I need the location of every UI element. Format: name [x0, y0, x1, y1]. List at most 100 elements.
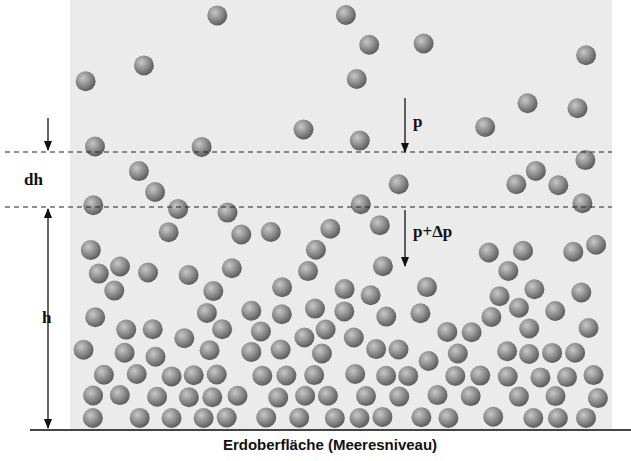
- molecule: [509, 298, 529, 318]
- molecule: [138, 263, 158, 283]
- molecule: [192, 137, 212, 157]
- molecule: [372, 407, 392, 427]
- molecule: [83, 408, 103, 428]
- molecule: [526, 161, 546, 181]
- molecule: [497, 341, 517, 361]
- molecule: [200, 340, 220, 360]
- molecule: [523, 408, 543, 428]
- molecule: [276, 366, 296, 386]
- molecule: [524, 279, 544, 299]
- molecule: [228, 386, 248, 406]
- molecule: [289, 408, 309, 428]
- molecule: [373, 256, 393, 276]
- molecule: [548, 408, 568, 428]
- molecule: [376, 366, 396, 386]
- molecule: [305, 299, 325, 319]
- molecule: [295, 386, 315, 406]
- molecule: [389, 387, 409, 407]
- molecule: [545, 301, 565, 321]
- molecule: [130, 408, 150, 428]
- molecule: [194, 408, 214, 428]
- molecule: [251, 322, 271, 342]
- dashed-line: [5, 151, 612, 152]
- molecule: [470, 366, 490, 386]
- molecule: [438, 408, 458, 428]
- molecule: [448, 344, 468, 364]
- molecule: [74, 340, 94, 360]
- molecule: [557, 367, 577, 387]
- molecule: [162, 408, 182, 428]
- molecule: [518, 93, 538, 113]
- molecule: [509, 387, 529, 407]
- molecule: [530, 367, 550, 387]
- molecule: [83, 195, 103, 215]
- ground-line: [30, 429, 631, 431]
- pressure-label: p: [413, 112, 422, 132]
- molecule: [475, 117, 495, 137]
- molecule: [116, 320, 136, 340]
- molecule: [414, 34, 434, 54]
- molecule: [115, 343, 135, 363]
- molecule: [271, 340, 291, 360]
- molecule: [316, 320, 336, 340]
- molecule: [207, 365, 227, 385]
- molecule: [490, 286, 510, 306]
- molecule: [588, 388, 608, 408]
- molecule: [202, 387, 222, 407]
- molecule: [179, 387, 199, 407]
- molecule: [294, 120, 314, 140]
- dh-arrow: [47, 118, 48, 150]
- molecule: [320, 219, 340, 239]
- molecule: [513, 241, 533, 261]
- molecule: [347, 69, 367, 89]
- molecule: [104, 281, 124, 301]
- molecule: [268, 388, 288, 408]
- molecule: [417, 277, 437, 297]
- molecule: [350, 408, 370, 428]
- molecule: [356, 386, 376, 406]
- molecule: [428, 385, 448, 405]
- dh-label: dh: [24, 170, 43, 190]
- molecule: [411, 407, 431, 427]
- molecule: [481, 307, 501, 327]
- molecule: [159, 222, 179, 242]
- molecule: [252, 366, 272, 386]
- molecule: [143, 319, 163, 339]
- molecule: [218, 203, 238, 223]
- molecule: [548, 175, 568, 195]
- molecule: [351, 194, 371, 214]
- molecule: [576, 45, 596, 65]
- pressure-arrow: [404, 210, 405, 266]
- ground-label: Erdoberfläche (Meeresniveau): [223, 436, 437, 453]
- height-label: h: [42, 308, 51, 328]
- molecule: [370, 215, 390, 235]
- molecule: [336, 5, 356, 25]
- molecule: [241, 342, 261, 362]
- molecule: [110, 385, 130, 405]
- molecule: [479, 243, 499, 263]
- molecule: [298, 261, 318, 281]
- molecule: [519, 319, 539, 339]
- molecule: [89, 264, 109, 284]
- molecule: [542, 343, 562, 363]
- molecule: [572, 193, 592, 213]
- molecule: [576, 408, 596, 428]
- molecule: [306, 240, 326, 260]
- molecule: [85, 307, 105, 327]
- molecule: [376, 307, 396, 327]
- molecule: [345, 364, 365, 384]
- molecule: [498, 367, 518, 387]
- molecule: [389, 340, 409, 360]
- molecule: [410, 303, 430, 323]
- molecule: [483, 407, 503, 427]
- molecule: [145, 182, 165, 202]
- molecule: [294, 328, 314, 348]
- molecule: [184, 365, 204, 385]
- molecule: [584, 365, 604, 385]
- molecule: [129, 161, 149, 181]
- molecule: [318, 386, 338, 406]
- molecule: [519, 344, 539, 364]
- dashed-line: [5, 206, 612, 207]
- molecule: [217, 408, 237, 428]
